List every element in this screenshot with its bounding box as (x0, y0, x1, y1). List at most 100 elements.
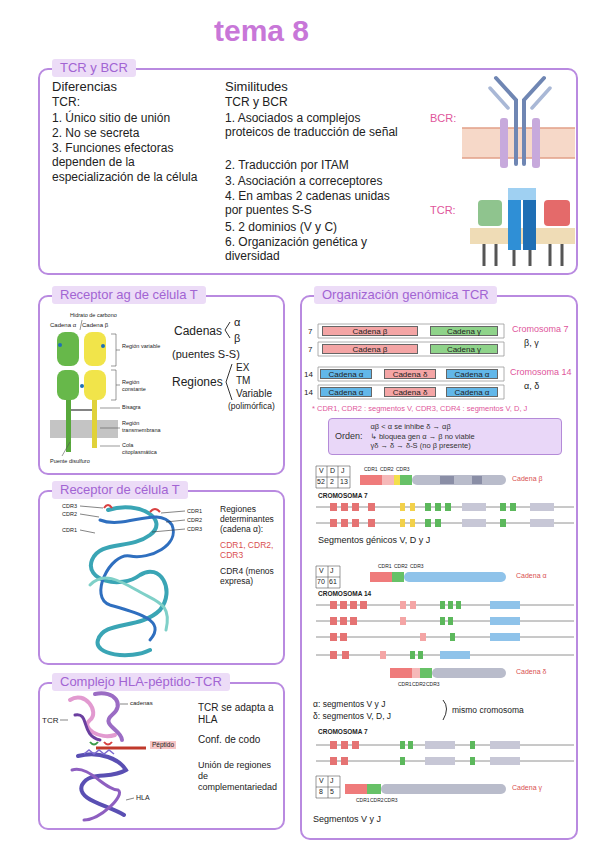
cdr-loop (104, 742, 112, 745)
membrane-edge (462, 128, 575, 158)
c-segments (462, 503, 554, 527)
figure-label: CROMOSOMA 14 (318, 590, 371, 598)
note-text: BCR: (430, 112, 456, 125)
hla-ribbon (72, 769, 119, 820)
note-text: CDR4 (menos expresa) (220, 566, 283, 586)
leader-line (80, 506, 185, 533)
constant-region (381, 784, 506, 794)
figure-label: CDR2 (62, 511, 77, 518)
figure-label: D (330, 467, 335, 475)
note-text: TCR (42, 716, 58, 726)
beta-variable-domain (84, 332, 106, 366)
figure-label: CDR1 (356, 797, 370, 803)
d-segments (400, 503, 415, 527)
note-text: 6. Organización genética y diversidad (225, 235, 400, 264)
chromosome-backbone (316, 605, 574, 655)
note-text: 4. En ambas 2 cadenas unidas por puentes… (225, 189, 400, 218)
segment-table (316, 566, 340, 588)
hand-bracket (443, 700, 447, 720)
tcr-ribbon (75, 715, 100, 740)
figure-label: V (319, 467, 324, 475)
chain-box: Cadena γ (430, 326, 498, 336)
note-text: Segmentos génicos V, D y J (318, 535, 430, 546)
page-title: tema 8 (214, 14, 309, 48)
figure-label: CDR3 (410, 563, 424, 569)
note-text: β (234, 332, 240, 345)
chain-label: Cadena α (455, 388, 490, 397)
leader-line (62, 320, 120, 456)
figure-label: 8 (319, 788, 323, 796)
constant-region (404, 572, 506, 582)
cell-membrane (470, 228, 575, 244)
order-line: γδ → δ → δ-S (no β presente) (371, 441, 475, 451)
chain-box: Cadena δ (384, 387, 436, 397)
figure-label: Región transmembrana (122, 420, 162, 433)
note-text: 1. Único sitio de unión (52, 111, 170, 125)
figure-label: CDR2 (370, 797, 384, 803)
figure-label: CDR3 (426, 681, 440, 687)
figure-label: Cadena β (82, 322, 108, 329)
figure-label: CDR1 (187, 508, 202, 515)
note-text: Regiones determinantes (cadena α): (220, 504, 283, 535)
figure-label: 5 (330, 788, 334, 796)
chain-label: Cadena α (329, 388, 364, 397)
figure-label: Cadena α (50, 322, 76, 329)
chain-box: Cadena α (320, 369, 372, 379)
v-segment (370, 572, 392, 582)
figure-label: CDR3 (62, 503, 77, 510)
figure-label: * CDR1, CDR2 : segmentos V, CDR3, CDR4 :… (312, 404, 527, 413)
note-text: CDR1, CDR2, CDR3 (220, 540, 283, 560)
note-text: mismo cromosoma (452, 705, 524, 715)
j-segments (410, 601, 461, 659)
note-text: (puentes S-S) (172, 348, 240, 361)
section-heading: TCR y BCR (52, 59, 136, 77)
note-text: δ: segmentos V, D, J (313, 711, 391, 721)
order-line: αβ < α se inhibe δ → αβ (371, 422, 475, 432)
figure-label: CDR2 (412, 681, 426, 687)
note-text: 14 (304, 388, 313, 398)
note-text: α (234, 316, 240, 329)
note-text: 7 (308, 327, 312, 337)
note-text: Diferencias (52, 79, 117, 95)
figure-label: J (330, 777, 334, 785)
variable-domain (508, 188, 536, 200)
hla-ribbon (78, 754, 126, 815)
order-box: Orden:αβ < α se inhibe δ → αβ↳ bloquea g… (328, 418, 562, 455)
note-text: α: segmentos V y J (313, 699, 385, 709)
figure-label: CROMOSOMA 7 (318, 728, 368, 736)
constant-region (432, 668, 506, 678)
figure-label: CDR2 (380, 466, 394, 472)
section-heading: Organización genómica TCR (314, 286, 497, 304)
note-text: Variable (236, 388, 272, 400)
figure-label: Bisagra (122, 404, 141, 411)
segment-table (316, 776, 340, 798)
alpha-constant-domain (57, 370, 79, 400)
figure-label: cadenas (130, 700, 153, 707)
note-text: Unión de regiones de complementariedad (198, 760, 282, 792)
chain-label: Cadena δ (393, 370, 428, 379)
figure-label: 70 (317, 578, 325, 586)
chromosome-bar (318, 324, 504, 399)
figure-label: CDR2 (187, 517, 202, 524)
v-segment (390, 668, 412, 678)
note-text: 7 (308, 345, 312, 355)
hand-bracket (225, 322, 232, 400)
constant-exon (440, 476, 482, 484)
v-segments (330, 503, 375, 527)
cd3-left (478, 200, 502, 226)
figure-label: Cadena γ (512, 784, 542, 792)
figure-label: CDR1 (378, 563, 392, 569)
note-text: Similitudes (225, 79, 288, 95)
note-text: Cadenas (174, 324, 222, 338)
cell-membrane (50, 420, 118, 438)
beta-stem (92, 400, 97, 448)
note-text: 3. Funciones efectoras dependen de la es… (52, 141, 202, 184)
chain-label: Cadena α (455, 370, 490, 379)
note-text: 2. No se secreta (52, 126, 139, 140)
segment-table (316, 466, 350, 488)
alpha-variable-domain (57, 332, 79, 366)
figure-label: 13 (340, 478, 348, 486)
note-text: β, γ (524, 338, 539, 349)
delta-segments (380, 601, 426, 659)
ribbon-strand (90, 578, 167, 630)
